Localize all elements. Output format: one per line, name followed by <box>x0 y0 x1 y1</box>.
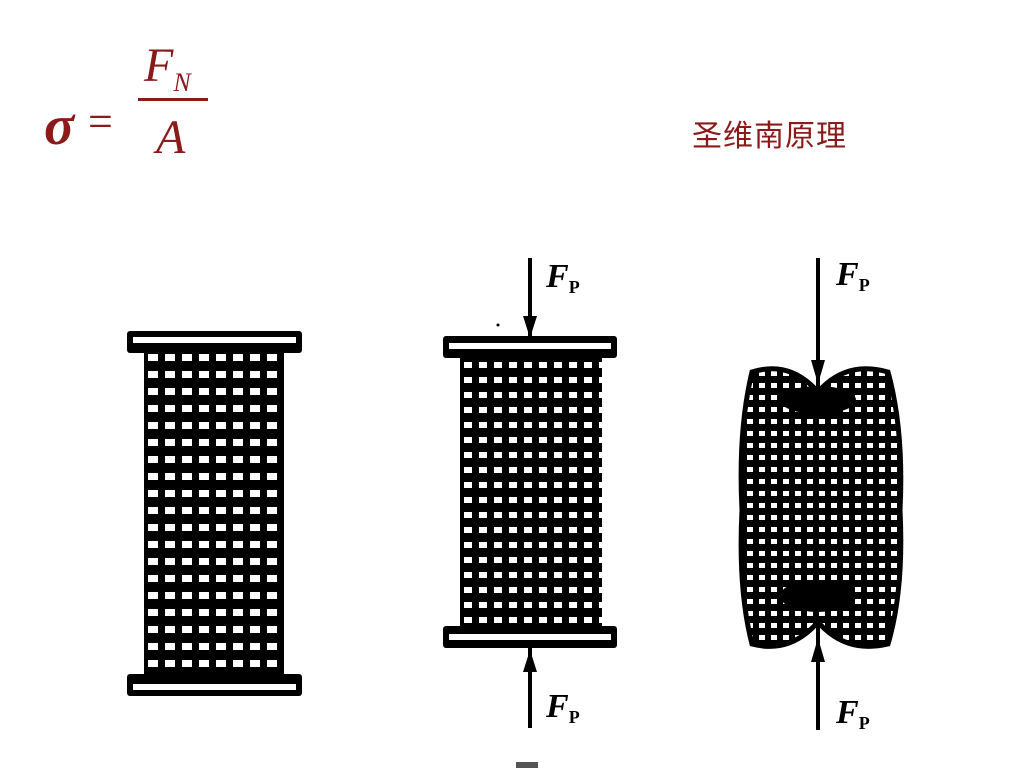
specimen-compressed <box>443 258 617 728</box>
formula-equals: = <box>88 97 113 146</box>
page-mark <box>516 762 538 768</box>
bottom-arrow-head <box>523 650 537 672</box>
bottom-contact-zone <box>780 580 856 612</box>
top-arrow-head <box>523 316 537 338</box>
specimen-deformed <box>738 258 904 730</box>
fraction-bar <box>138 98 208 101</box>
formula-numerator-subscript: N <box>173 68 191 97</box>
force-label-bottom-3: FP <box>836 694 870 733</box>
top-contact-zone <box>780 386 856 414</box>
bottom-plate-highlight <box>133 684 296 690</box>
grid-body <box>460 356 602 628</box>
top-plate-highlight <box>449 343 611 349</box>
formula-sigma: σ <box>44 95 75 157</box>
stress-formula: σ = FN A <box>44 40 224 170</box>
formula-numerator: FN <box>144 42 191 96</box>
grid-body <box>144 350 284 676</box>
force-label-top-2: FP <box>546 258 580 297</box>
specimen-undeformed <box>127 331 302 696</box>
force-label-top-3: FP <box>836 256 870 295</box>
formula-numerator-symbol: F <box>144 39 174 92</box>
bulged-grid-body <box>738 366 904 649</box>
force-label-bottom-2: FP <box>546 688 580 727</box>
slide-heading: 圣维南原理 <box>692 120 847 153</box>
top-plate-highlight <box>133 337 296 343</box>
speck <box>496 323 500 327</box>
formula-denominator: A <box>156 111 186 164</box>
top-arrow-head <box>811 360 825 384</box>
bottom-arrow-head <box>811 638 825 662</box>
bottom-plate-highlight <box>449 634 611 640</box>
